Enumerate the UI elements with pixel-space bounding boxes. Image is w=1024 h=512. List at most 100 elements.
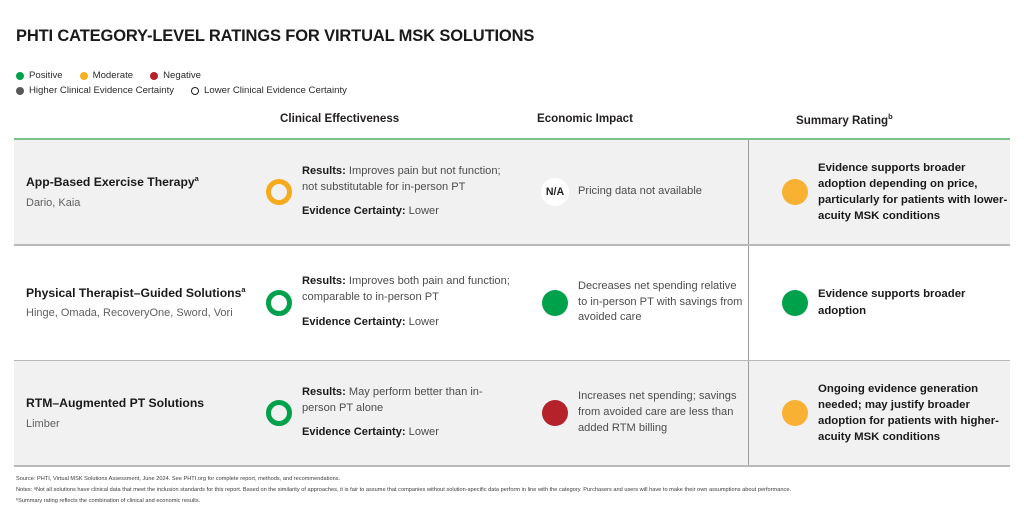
column-divider (748, 361, 750, 465)
column-header-summary-rating: Summary Ratingb (796, 112, 893, 127)
legend-label-higher-certainty: Higher Clinical Evidence Certainty (29, 85, 175, 96)
footnotes: Source: PHTI, Virtual MSK Solutions Asse… (16, 474, 1014, 507)
category-name: RTM–Augmented PT Solutions (26, 395, 204, 412)
lower-certainty-ring-icon (191, 86, 200, 95)
legend-item-positive: Positive (16, 70, 63, 81)
economic-text: Decreases net spending relative to in-pe… (578, 279, 743, 324)
legend-item-negative: Negative (150, 70, 201, 81)
table-row: App-Based Exercise Therapya Dario, Kaia … (14, 140, 1010, 244)
clinical-certainty-value: Lower (408, 426, 439, 439)
row-summary-cell: Ongoing evidence generation needed; may … (748, 361, 1010, 465)
negative-dot-icon (150, 71, 159, 80)
category-name-superscript: a (194, 174, 199, 184)
row-divider-rule (14, 244, 1010, 246)
column-divider (748, 245, 750, 360)
summary-marker (772, 400, 818, 426)
clinical-results-label: Results: (302, 164, 346, 177)
footnote-notes-a: Notes: ᵃNot all solutions have clinical … (16, 486, 792, 493)
table-bottom-rule (14, 465, 1010, 467)
header-rule (14, 138, 1010, 140)
column-headers: Clinical Effectiveness Economic Impact S… (14, 112, 1010, 138)
row-clinical-cell: Results: May perform better than in-pers… (250, 361, 514, 465)
dot-amber-icon (782, 179, 808, 205)
legend-row-rating: Positive Moderate Negative (16, 68, 364, 83)
row-category-cell: App-Based Exercise Therapya Dario, Kaia (14, 140, 250, 244)
legend: Positive Moderate Negative Higher Clinic… (16, 68, 364, 98)
table-row: Physical Therapist–Guided Solutionsa Hin… (14, 245, 1010, 360)
row-summary-cell: Evidence supports broader adoption depen… (748, 140, 1010, 244)
clinical-results-text: May perform better than in-person PT alo… (302, 385, 483, 414)
economic-marker: N/A (532, 178, 578, 206)
ring-amber-icon (266, 179, 292, 205)
row-clinical-cell: Results: Improves both pain and function… (250, 246, 514, 360)
legend-item-higher-certainty: Higher Clinical Evidence Certainty (16, 85, 174, 96)
higher-certainty-dot-icon (16, 86, 24, 95)
category-name-superscript: a (241, 284, 246, 294)
summary-text: Ongoing evidence generation needed; may … (818, 382, 999, 444)
clinical-text: Results: Improves both pain and function… (302, 274, 514, 330)
row-economic-cell: N/A Pricing data not available (514, 140, 748, 244)
clinical-results-text: Improves both pain and function; compara… (302, 275, 510, 304)
clinical-certainty: Evidence Certainty: Lower (302, 425, 514, 441)
column-header-clinical-effectiveness: Clinical Effectiveness (280, 112, 400, 125)
category-name-text: RTM–Augmented PT Solutions (26, 396, 205, 411)
moderate-dot-icon (79, 71, 88, 80)
clinical-results-text: Improves pain but not function; not subs… (302, 164, 501, 193)
clinical-certainty-label: Evidence Certainty: (302, 315, 406, 328)
legend-label-negative: Negative (163, 70, 201, 81)
row-clinical-cell: Results: Improves pain but not function;… (250, 140, 514, 244)
legend-row-certainty: Higher Clinical Evidence Certainty Lower… (16, 83, 364, 98)
dot-green-icon (542, 289, 568, 316)
category-vendors: Limber (26, 417, 60, 430)
clinical-certainty-label: Evidence Certainty: (302, 426, 406, 439)
dot-red-icon (542, 400, 568, 426)
legend-label-lower-certainty: Lower Clinical Evidence Certainty (204, 85, 347, 96)
row-summary-cell: Evidence supports broader adoption (748, 246, 1010, 360)
clinical-text: Results: May perform better than in-pers… (302, 385, 514, 441)
clinical-results: Results: Improves pain but not function;… (302, 164, 514, 196)
dot-amber-icon (782, 400, 808, 426)
footnote-source: Source: PHTI, Virtual MSK Solutions Asse… (16, 476, 341, 482)
economic-marker (532, 400, 578, 426)
clinical-marker (256, 179, 302, 205)
ratings-table: Clinical Effectiveness Economic Impact S… (14, 112, 1010, 467)
clinical-results-label: Results: (302, 275, 346, 288)
clinical-marker (256, 400, 302, 426)
positive-dot-icon (16, 71, 24, 80)
row-category-cell: RTM–Augmented PT Solutions Limber (14, 361, 250, 465)
category-name: App-Based Exercise Therapya (26, 174, 199, 191)
row-economic-cell: Decreases net spending relative to in-pe… (514, 246, 748, 360)
summary-text: Evidence supports broader adoption depen… (818, 161, 1008, 223)
clinical-results: Results: Improves both pain and function… (302, 274, 514, 306)
na-badge-icon: N/A (541, 178, 569, 206)
footnote-notes-b: ᵇSummary rating reflects the combination… (16, 497, 201, 504)
category-name-text: Physical Therapist–Guided Solutions (26, 285, 242, 300)
clinical-text: Results: Improves pain but not function;… (302, 164, 514, 220)
summary-text: Evidence supports broader adoption (818, 288, 966, 317)
category-name-text: App-Based Exercise Therapy (26, 175, 195, 190)
column-divider (748, 140, 750, 244)
dot-green-icon (782, 289, 808, 316)
economic-text: Increases net spending; savings from avo… (578, 390, 737, 434)
economic-marker (532, 289, 578, 316)
legend-label-positive: Positive (29, 70, 63, 81)
legend-item-lower-certainty: Lower Clinical Evidence Certainty (191, 85, 347, 96)
table-row: RTM–Augmented PT Solutions Limber Result… (14, 361, 1010, 465)
ring-green-icon (266, 289, 292, 316)
clinical-certainty-value: Lower (408, 205, 439, 218)
clinical-certainty-label: Evidence Certainty: (302, 205, 406, 218)
column-header-summary-text: Summary Rating (796, 113, 889, 127)
summary-marker (772, 179, 818, 205)
column-header-summary-superscript: b (888, 112, 893, 121)
clinical-certainty-value: Lower (408, 315, 439, 328)
clinical-certainty: Evidence Certainty: Lower (302, 204, 514, 220)
summary-marker (772, 289, 818, 316)
row-category-cell: Physical Therapist–Guided Solutionsa Hin… (14, 246, 250, 360)
legend-item-moderate: Moderate (79, 70, 134, 81)
category-vendors: Hinge, Omada, RecoveryOne, Sword, Vori (26, 307, 233, 320)
ring-green-icon (266, 400, 292, 426)
category-name: Physical Therapist–Guided Solutionsa (26, 285, 245, 302)
category-vendors: Dario, Kaia (26, 196, 81, 209)
legend-label-moderate: Moderate (92, 70, 134, 81)
